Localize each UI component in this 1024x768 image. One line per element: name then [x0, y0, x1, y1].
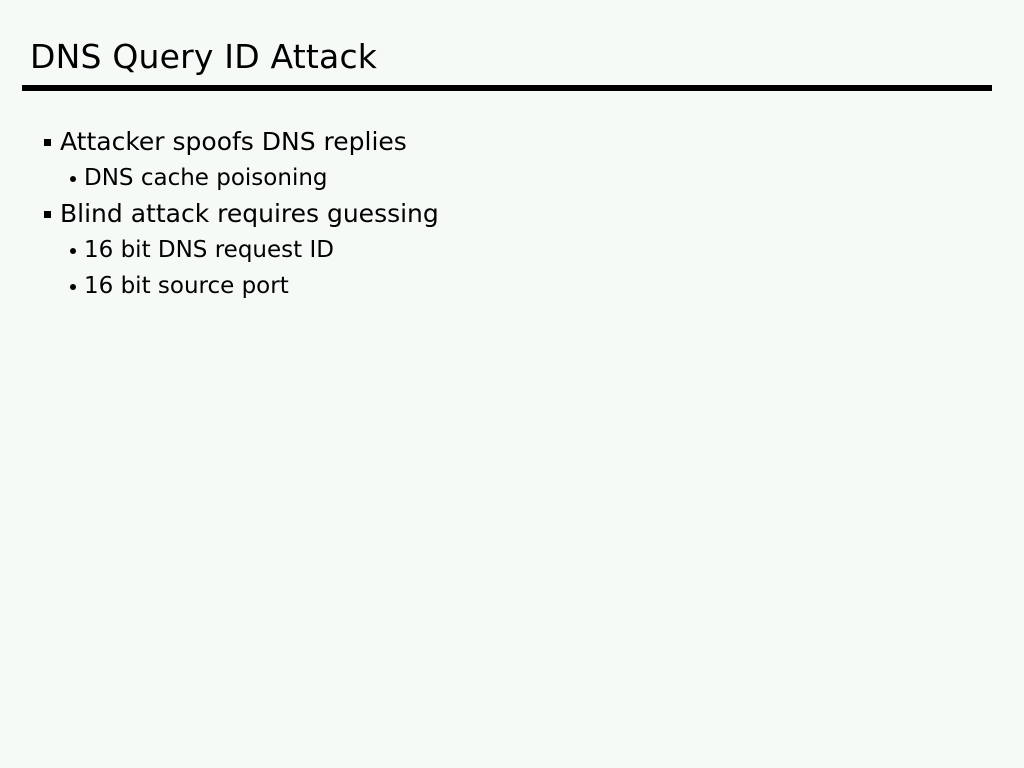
list-item-label: 16 bit DNS request ID	[84, 237, 334, 263]
list-item-label: Attacker spoofs DNS replies	[60, 127, 407, 156]
square-bullet-icon	[44, 139, 51, 146]
round-bullet-icon	[70, 284, 76, 290]
list-item: 16 bit source port	[0, 268, 1024, 304]
list-item-label: 16 bit source port	[84, 273, 289, 299]
bullet-list: Attacker spoofs DNS replies DNS cache po…	[0, 124, 1024, 304]
list-item-label: DNS cache poisoning	[84, 165, 328, 191]
title-underline-rule	[22, 85, 992, 91]
list-item: 16 bit DNS request ID	[0, 232, 1024, 268]
round-bullet-icon	[70, 176, 76, 182]
page-title: DNS Query ID Attack	[30, 37, 378, 76]
round-bullet-icon	[70, 248, 76, 254]
list-item: DNS cache poisoning	[0, 160, 1024, 196]
list-item: Blind attack requires guessing	[0, 196, 1024, 232]
square-bullet-icon	[44, 211, 51, 218]
list-item-label: Blind attack requires guessing	[60, 199, 439, 228]
list-item: Attacker spoofs DNS replies	[0, 124, 1024, 160]
